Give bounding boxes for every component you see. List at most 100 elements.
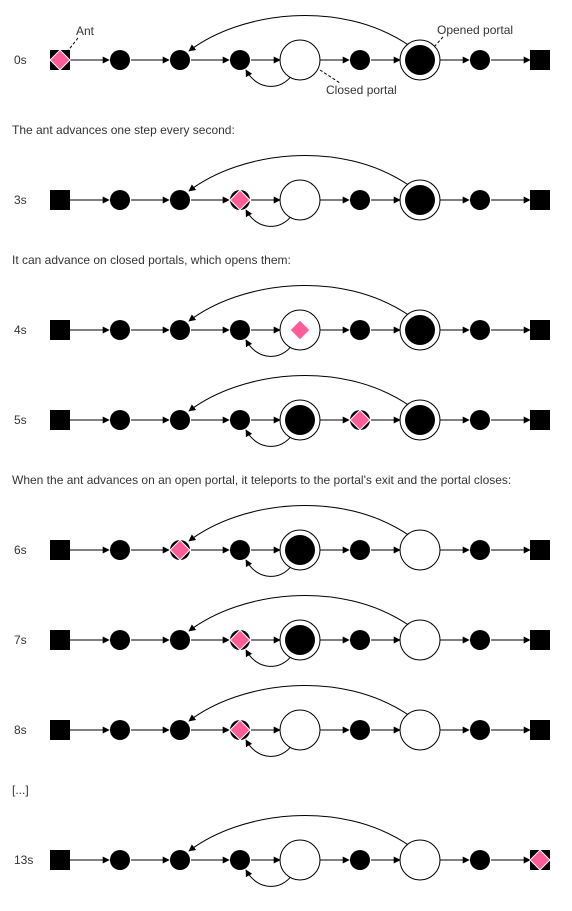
node7 xyxy=(470,540,490,560)
node5 xyxy=(350,540,370,560)
ant xyxy=(169,539,191,561)
portal2-exit-arrow xyxy=(188,375,411,412)
ant xyxy=(349,409,371,431)
start-node xyxy=(50,630,70,650)
portal2-exit-arrow xyxy=(188,505,411,542)
portal2-closed xyxy=(399,529,441,571)
portal2-exit-arrow xyxy=(188,15,411,52)
portal1-back-arrow xyxy=(245,869,293,887)
portal2-open-fill xyxy=(405,45,435,75)
node7 xyxy=(470,50,490,70)
row-3s: 3s xyxy=(14,155,550,227)
portal1-back-arrow xyxy=(245,739,293,757)
time-label: 7s xyxy=(14,633,27,647)
portal1-closed xyxy=(279,39,321,81)
node2 xyxy=(170,50,190,70)
portal2-closed xyxy=(399,619,441,661)
start-node xyxy=(50,720,70,740)
ant xyxy=(289,319,311,341)
row-0s: 0s xyxy=(14,15,550,87)
portal1-back-arrow xyxy=(245,559,293,577)
node5 xyxy=(350,50,370,70)
portal2-closed xyxy=(399,709,441,751)
end-node xyxy=(530,720,550,740)
node2 xyxy=(170,410,190,430)
portal2-closed xyxy=(399,839,441,881)
node1 xyxy=(110,410,130,430)
node1 xyxy=(110,190,130,210)
portal2-exit-arrow xyxy=(188,155,411,192)
portal2-open-fill xyxy=(405,185,435,215)
portal2-exit-arrow xyxy=(188,685,411,722)
node2 xyxy=(170,720,190,740)
node1 xyxy=(110,850,130,870)
node2 xyxy=(170,190,190,210)
ant xyxy=(229,719,251,741)
portal1-back-arrow xyxy=(245,429,293,447)
time-label: 3s xyxy=(14,193,27,207)
node3 xyxy=(230,50,250,70)
node3 xyxy=(230,410,250,430)
node1 xyxy=(110,50,130,70)
node1 xyxy=(110,720,130,740)
node3 xyxy=(230,850,250,870)
node2 xyxy=(170,320,190,340)
portal1-open-fill xyxy=(285,535,315,565)
node7 xyxy=(470,850,490,870)
node5 xyxy=(350,320,370,340)
caption-open-portal: When the ant advances on an open portal,… xyxy=(12,473,511,487)
closed-portal-label: Closed portal xyxy=(326,83,397,97)
portal1-closed xyxy=(279,839,321,881)
time-label: 6s xyxy=(14,543,27,557)
portal1-back-arrow xyxy=(245,339,293,357)
ant xyxy=(529,849,551,871)
opened-portal-label: Opened portal xyxy=(437,23,513,37)
node5 xyxy=(350,630,370,650)
node7 xyxy=(470,410,490,430)
portal1-open-fill xyxy=(285,405,315,435)
portal2-exit-arrow xyxy=(188,285,411,322)
end-node xyxy=(530,540,550,560)
node5 xyxy=(350,850,370,870)
portal1-back-arrow xyxy=(245,209,293,227)
ant xyxy=(229,189,251,211)
end-node xyxy=(530,320,550,340)
node7 xyxy=(470,720,490,740)
ant-label-leader xyxy=(66,37,79,53)
start-node xyxy=(50,320,70,340)
row-5s: 5s xyxy=(14,375,550,447)
portal1-closed xyxy=(279,709,321,751)
row-4s: 4s xyxy=(14,285,550,357)
row-7s: 7s xyxy=(14,595,550,667)
node2 xyxy=(170,630,190,650)
node3 xyxy=(230,540,250,560)
closed-portal-label-leader xyxy=(319,69,341,84)
row-6s: 6s xyxy=(14,505,550,577)
caption-closed-portal: It can advance on closed portals, which … xyxy=(12,253,291,267)
caption-step: The ant advances one step every second: xyxy=(12,123,235,137)
portal1-back-arrow xyxy=(245,69,293,87)
node1 xyxy=(110,630,130,650)
time-label: 13s xyxy=(14,853,33,867)
time-label: 5s xyxy=(14,413,27,427)
ant-label: Ant xyxy=(76,24,95,38)
time-label: 0s xyxy=(14,53,27,67)
node1 xyxy=(110,540,130,560)
portal1-closed xyxy=(279,179,321,221)
ant xyxy=(229,629,251,651)
node1 xyxy=(110,320,130,340)
node3 xyxy=(230,320,250,340)
node5 xyxy=(350,720,370,740)
node7 xyxy=(470,630,490,650)
row-8s: 8s xyxy=(14,685,550,757)
time-label: 4s xyxy=(14,323,27,337)
node2 xyxy=(170,850,190,870)
start-node xyxy=(50,540,70,560)
end-node xyxy=(530,50,550,70)
node7 xyxy=(470,320,490,340)
portal1-open-fill xyxy=(285,625,315,655)
start-node xyxy=(50,410,70,430)
node7 xyxy=(470,190,490,210)
caption-ellipsis: [...] xyxy=(12,783,29,797)
